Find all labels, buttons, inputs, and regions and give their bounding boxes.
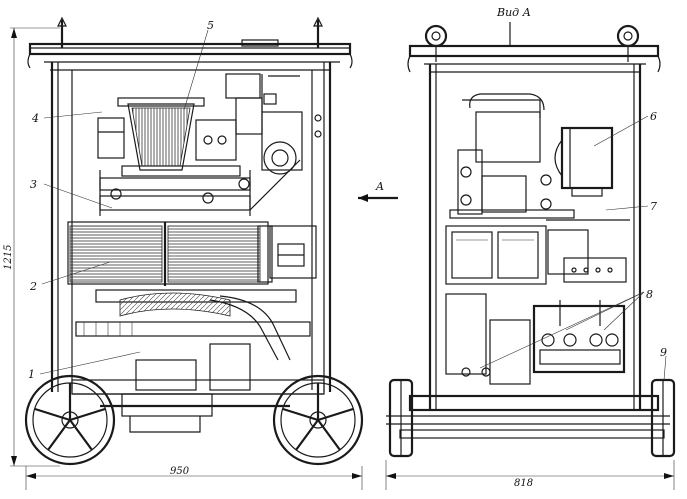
view-arrow-a: A: [358, 180, 398, 202]
front-width-label: 950: [170, 466, 190, 477]
callout-8: 8: [646, 288, 653, 301]
side-right-wheel: [650, 378, 676, 458]
callout-5: 5: [207, 19, 214, 32]
dimension-side-width: 818: [385, 460, 675, 490]
front-upper-right-panel: [195, 73, 322, 175]
front-top-frame: [27, 39, 353, 71]
side-callouts: 6 7 8 9: [479, 110, 667, 381]
callout-1: 1: [28, 368, 35, 381]
arrow-label: A: [375, 180, 384, 193]
side-top-frame: [407, 22, 661, 73]
height-label: 1215: [3, 245, 14, 270]
callout-2: 2: [29, 280, 37, 293]
front-left-wheel: [24, 374, 116, 466]
callout-9: 9: [660, 346, 667, 359]
front-callouts: 1 2 3 4 5: [28, 19, 214, 381]
side-frame-posts: [428, 64, 642, 410]
side-width-label: 818: [514, 478, 533, 489]
view-title: Вид А: [496, 6, 531, 19]
side-terminal-block: [445, 293, 626, 385]
transformer-core: [97, 97, 241, 177]
dimension-front-width: 950: [25, 466, 363, 490]
front-view: [24, 16, 364, 466]
front-clamp-bars: [99, 159, 301, 216]
callout-4: 4: [31, 112, 39, 125]
front-right-wheel: [272, 374, 364, 466]
side-upper-assembly: [449, 93, 614, 219]
side-base: [386, 394, 670, 439]
callout-3: 3: [30, 178, 37, 191]
side-left-wheel: [388, 378, 414, 458]
front-lower-assembly: [71, 289, 325, 433]
callout-7: 7: [650, 200, 657, 213]
callout-6: 6: [650, 110, 657, 123]
front-coils: [67, 221, 317, 286]
dimension-height: 1215: [3, 27, 60, 467]
side-view: [386, 22, 676, 458]
side-contactors: [445, 219, 630, 285]
